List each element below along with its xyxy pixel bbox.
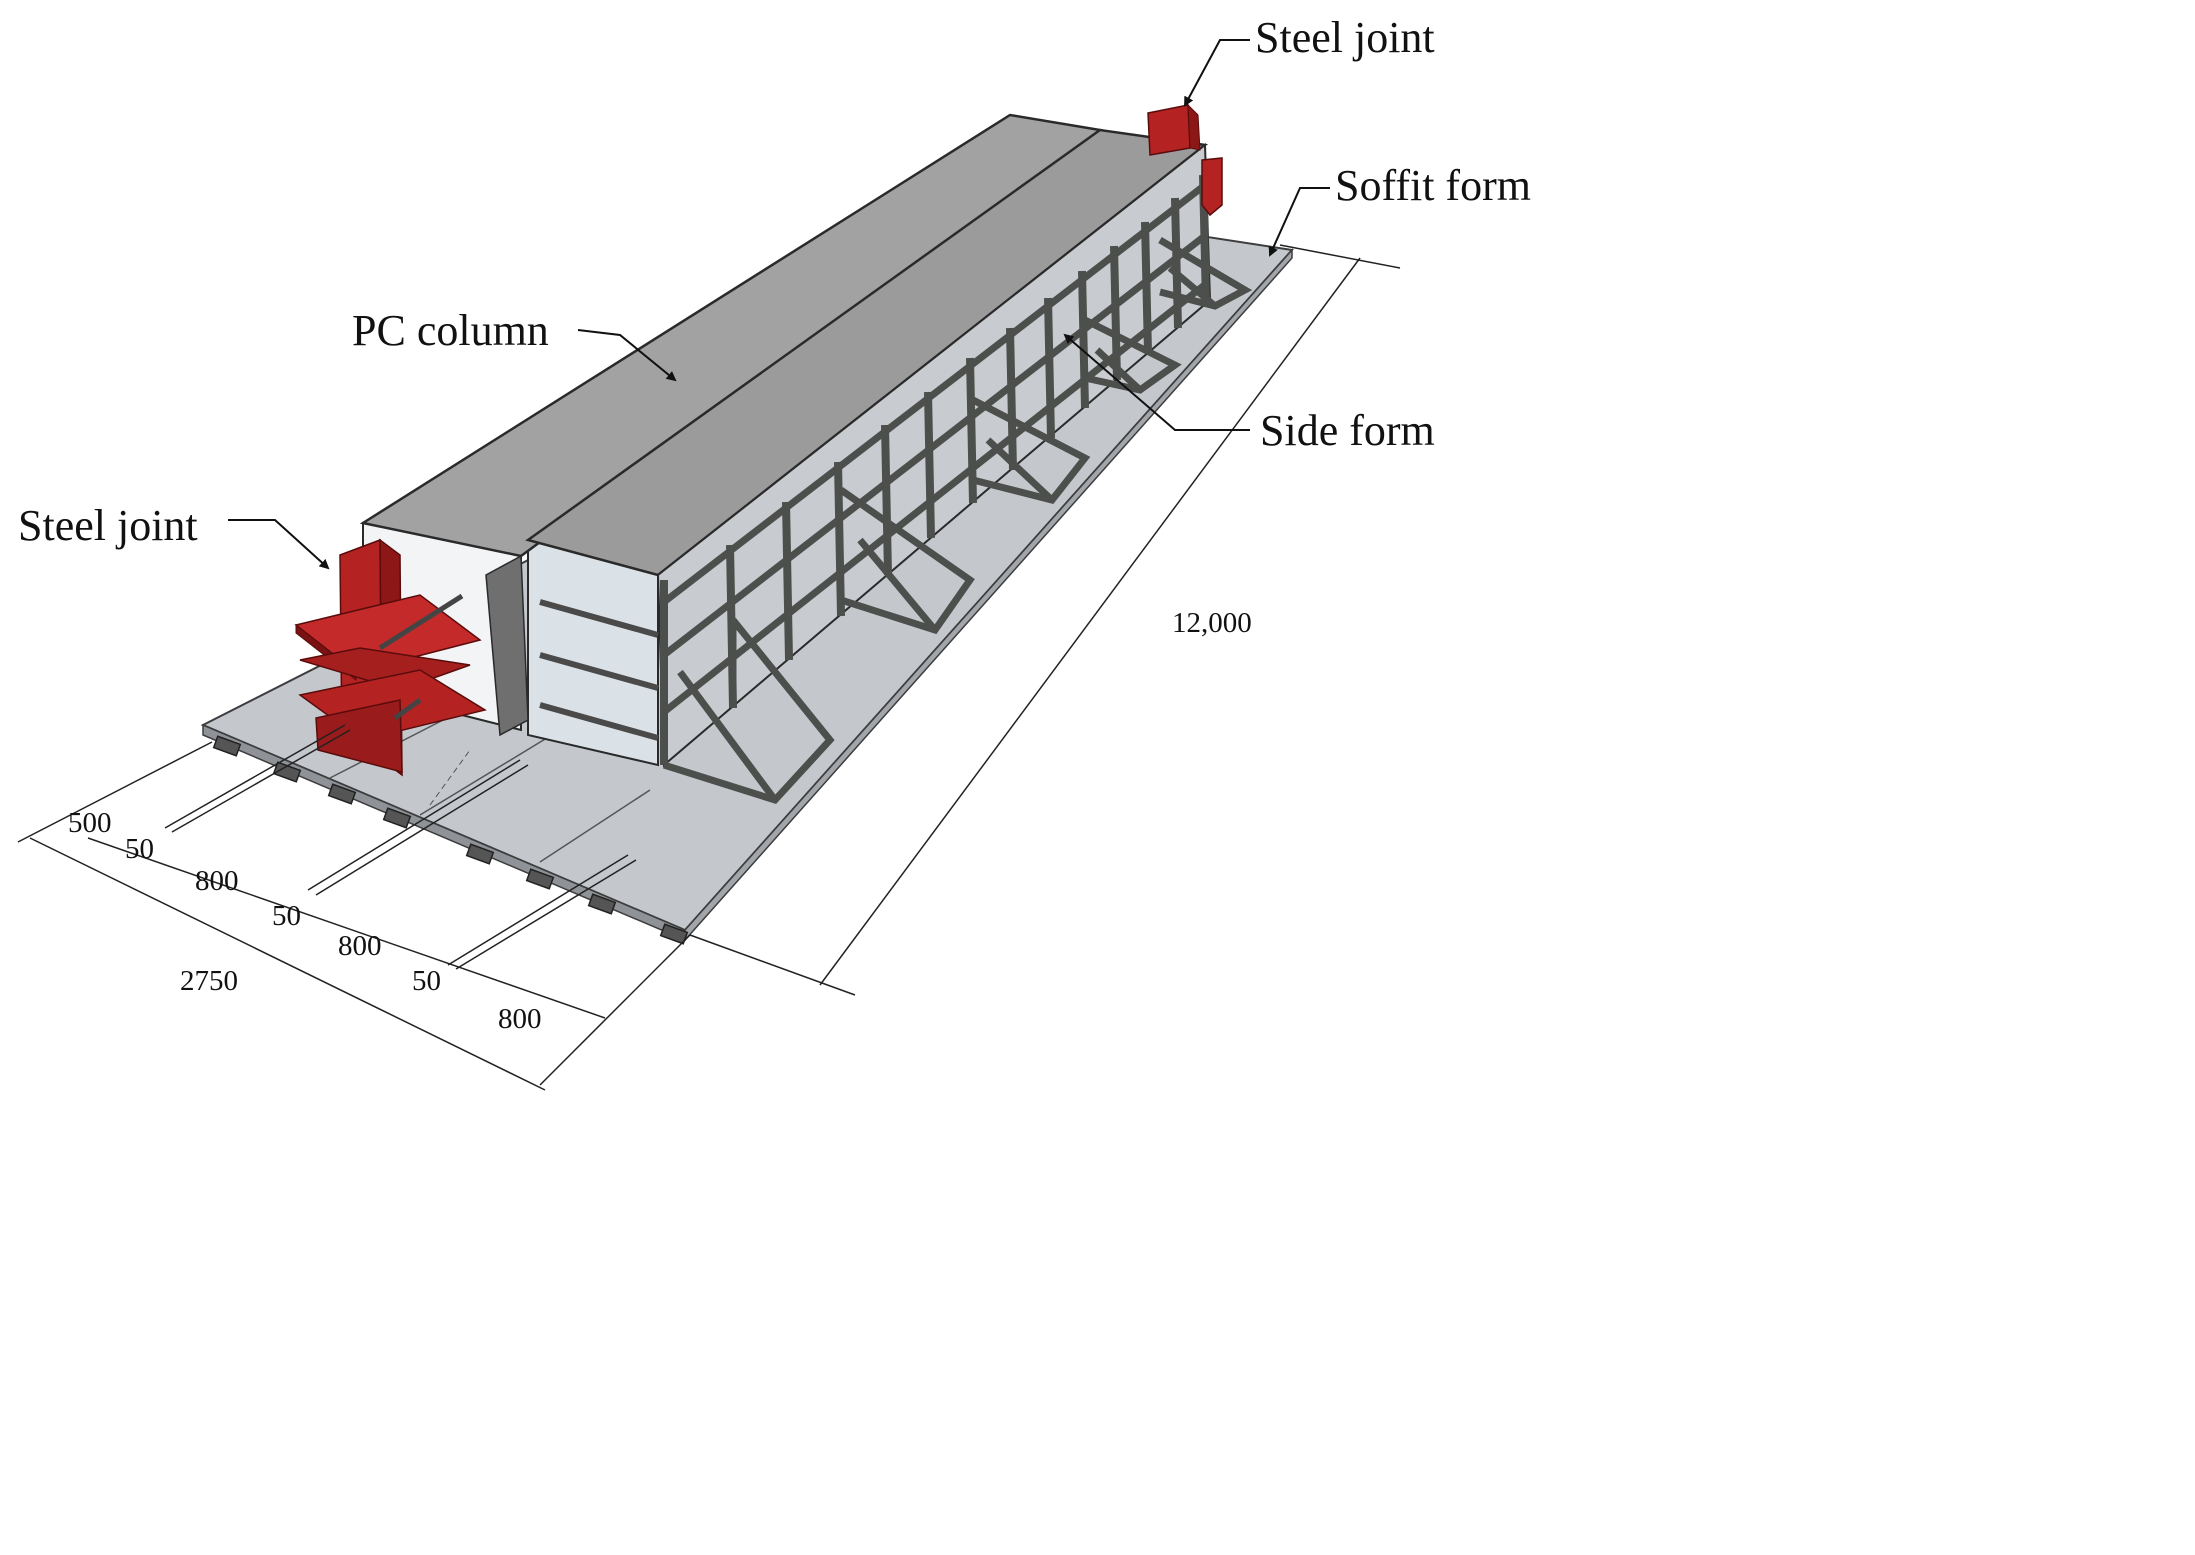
soffit-support-feet bbox=[212, 735, 689, 945]
leader-pc-column bbox=[577, 329, 677, 382]
dim-segment-800-b: 800 bbox=[338, 930, 382, 962]
dim-segment-50-c: 50 bbox=[412, 965, 441, 997]
dim-segment-800-c: 800 bbox=[498, 1003, 542, 1035]
leader-steel-joint-top bbox=[1184, 39, 1250, 107]
side-form bbox=[656, 142, 1253, 805]
label-steel-joint-left: Steel joint bbox=[18, 501, 198, 550]
label-soffit-form: Soffit form bbox=[1335, 161, 1531, 210]
dim-segment-800-a: 800 bbox=[195, 865, 239, 897]
formwork-3d-drawing: Steel joint Soffit form PC column Side f… bbox=[17, 13, 1531, 1091]
dim-segment-500: 500 bbox=[68, 807, 112, 839]
callout-leaders bbox=[228, 39, 1330, 570]
steel-joint-far bbox=[1147, 103, 1223, 217]
label-pc-column: PC column bbox=[352, 306, 549, 355]
formwork-diagram: Steel joint Soffit form PC column Side f… bbox=[17, 13, 1531, 1091]
dimension-lines bbox=[17, 244, 1401, 1091]
dim-width-total: 2750 bbox=[180, 965, 238, 997]
dim-length: 12,000 bbox=[1172, 607, 1252, 639]
dim-segment-50-b: 50 bbox=[272, 900, 301, 932]
steel-joint-near bbox=[294, 538, 487, 777]
leader-soffit-form bbox=[1268, 187, 1330, 257]
dim-segment-50-a: 50 bbox=[125, 833, 154, 865]
leader-side-form bbox=[1063, 333, 1250, 431]
leader-steel-joint-left bbox=[228, 519, 330, 570]
label-side-form: Side form bbox=[1260, 406, 1435, 455]
label-steel-joint-top: Steel joint bbox=[1255, 13, 1435, 62]
